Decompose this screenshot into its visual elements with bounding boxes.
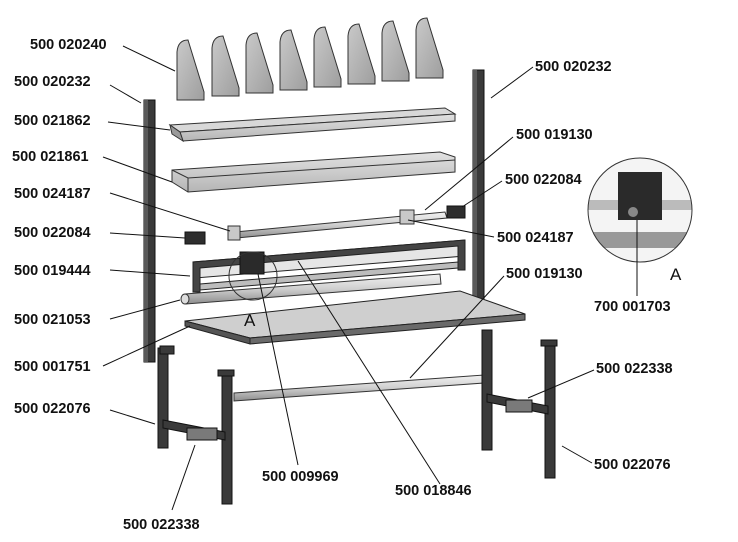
label-right-upright: 500 020232 <box>535 59 612 75</box>
left-leg-frame <box>157 345 235 505</box>
left-foot-bracket <box>186 427 218 441</box>
label-right-bracket: 500 022084 <box>505 172 582 188</box>
cutter-unit <box>239 251 265 275</box>
left-bracket <box>184 231 206 245</box>
label-left-leg-frame: 500 022076 <box>14 401 91 417</box>
label-roll-frame: 500 019444 <box>14 263 91 279</box>
light-bar <box>227 209 448 241</box>
label-cutter-rail: 500 018846 <box>395 483 472 499</box>
detail-circle-a <box>228 251 278 301</box>
label-bar-end-right: 500 024187 <box>497 230 574 246</box>
roll-tube <box>180 273 442 305</box>
detail-mark-main: A <box>244 311 256 330</box>
table-top <box>184 290 526 345</box>
left-upright <box>143 99 156 363</box>
right-upright <box>472 69 485 306</box>
label-lower-shelf: 500 021861 <box>12 149 89 165</box>
label-left-bracket: 500 022084 <box>14 225 91 241</box>
label-table-top: 500 001751 <box>14 359 91 375</box>
label-divider-panels: 500 020240 <box>30 37 107 53</box>
right-foot-bracket <box>505 399 533 413</box>
label-cross-rail: 500 019130 <box>506 266 583 282</box>
label-right-leg-frame: 500 022076 <box>594 457 671 473</box>
right-bracket <box>446 205 466 219</box>
label-light-bar: 500 019130 <box>516 127 593 143</box>
divider-panels <box>176 17 444 101</box>
label-roll-tube: 500 021053 <box>14 312 91 328</box>
label-left-upright: 500 020232 <box>14 74 91 90</box>
detail-inset <box>587 157 693 263</box>
label-top-shelf: 500 021862 <box>14 113 91 129</box>
label-right-foot-bracket: 500 022338 <box>596 361 673 377</box>
cross-rail <box>233 374 485 402</box>
top-shelf <box>168 107 457 143</box>
detail-mark-inset: A <box>670 265 682 284</box>
label-detail-part: 700 001703 <box>594 299 671 315</box>
label-cutter-unit: 500 009969 <box>262 469 339 485</box>
label-bar-end-left: 500 024187 <box>14 186 91 202</box>
lower-shelf <box>171 151 456 193</box>
label-left-foot-bracket: 500 022338 <box>123 517 200 533</box>
leader-lines <box>102 45 638 511</box>
